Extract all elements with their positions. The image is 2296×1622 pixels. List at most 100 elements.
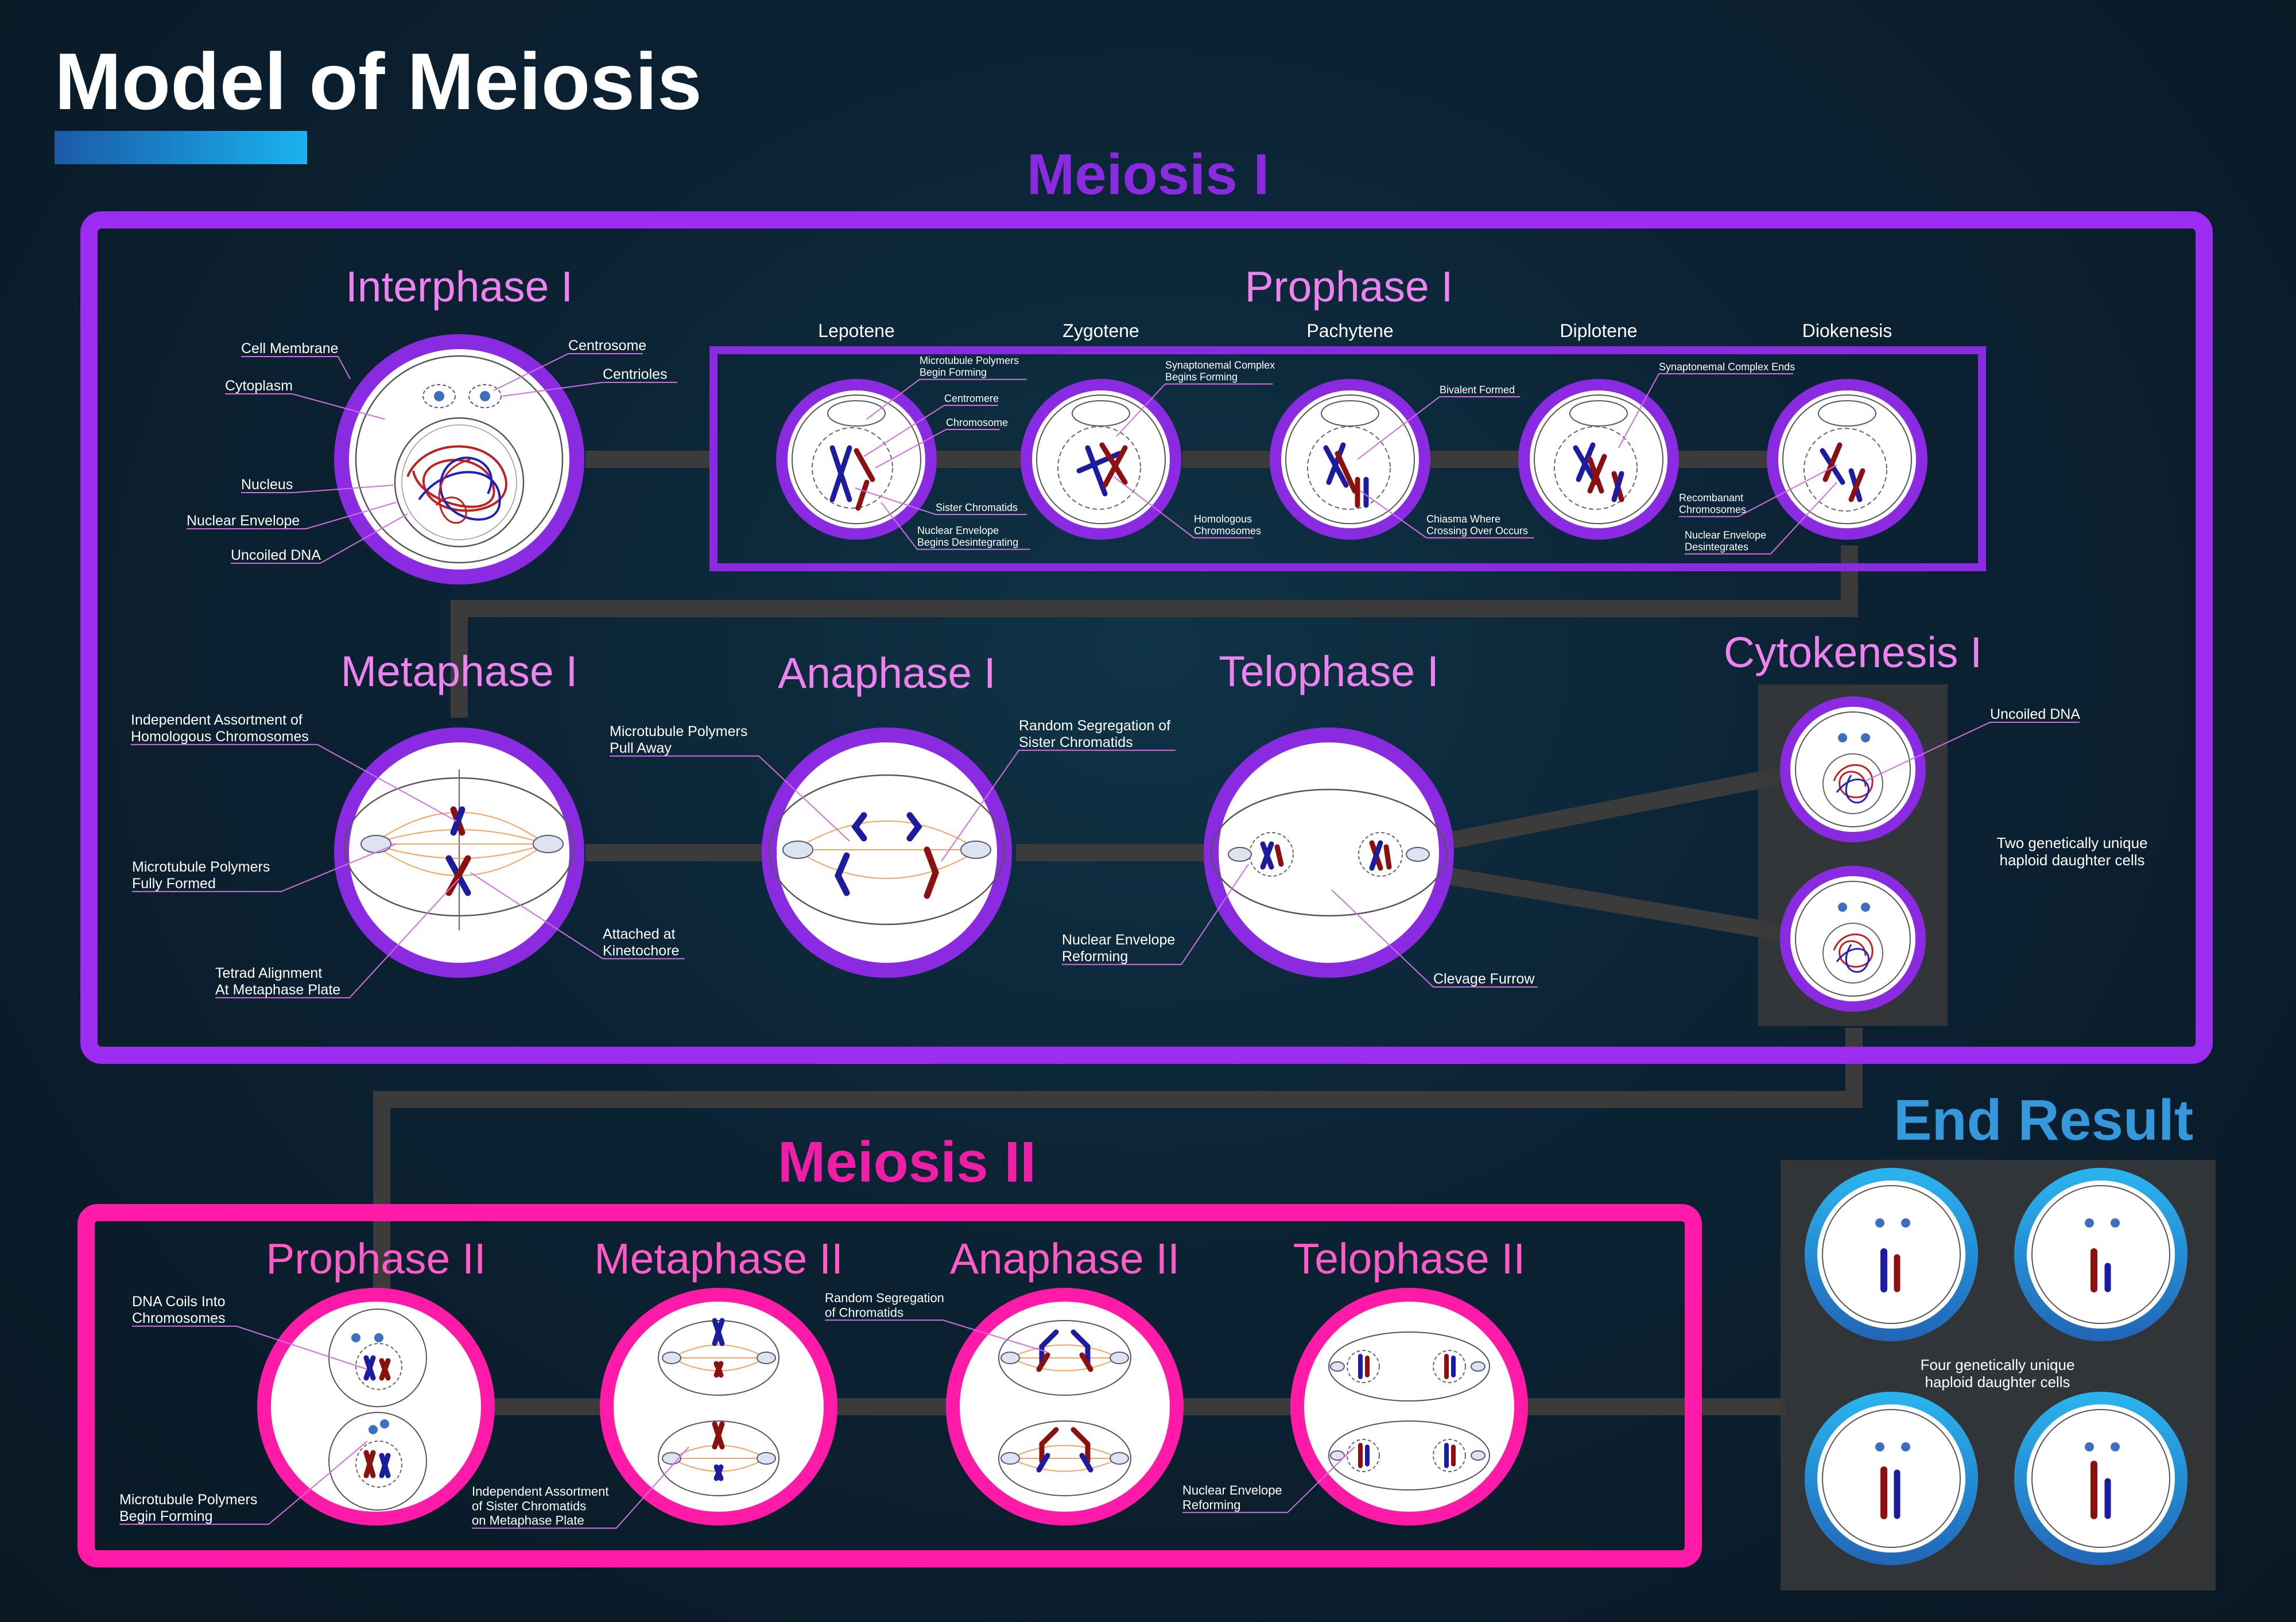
daughter-cell-3: [1805, 1392, 1978, 1565]
anaphase1-cell: [762, 727, 1012, 978]
metaphase1-cell: [334, 727, 584, 978]
anaphase2-cell: [946, 1288, 1184, 1526]
meiosis2-heading: Meiosis II: [778, 1130, 1036, 1194]
annotation-pointer: [1182, 1446, 1355, 1513]
annotation-pointer: [470, 872, 685, 959]
annotation-pointer: [131, 744, 457, 822]
annotation-pointer: [863, 405, 998, 457]
page-title: Model of Meiosis: [55, 36, 702, 126]
cytokenesis1-title: Cytokenesis I: [1724, 628, 1982, 676]
annotation-pointer: [1116, 383, 1273, 437]
annotation-pointer: [1618, 373, 1793, 448]
daughter-cell-1: [1805, 1168, 1978, 1341]
meiosis1-frame: [80, 211, 2213, 1064]
annotation-pointer: [855, 487, 1027, 515]
annotation-meiosis1-prophase-labels-9: Synaptonemal Complex Ends: [1659, 361, 1795, 373]
telophase2-title: Telophase II: [1293, 1234, 1525, 1283]
prophase2-title: Prophase II: [266, 1234, 486, 1283]
annotation-pointer: [941, 749, 1176, 862]
annotation-pointer: [1679, 464, 1837, 517]
lepotene-cell: [776, 379, 937, 540]
cytokenesis1-cell-top: [1780, 696, 1926, 842]
metaphase2-cell: [600, 1288, 837, 1526]
annotation-meiosis1-interphase-labels-4: Uncoiled DNA: [231, 547, 321, 563]
zygotene-cell: [1021, 379, 1181, 540]
annotation-pointer: [241, 356, 351, 380]
cell-group: [257, 334, 2188, 1565]
title-underline: [55, 131, 307, 164]
anaphase2-title: Anaphase II: [950, 1234, 1180, 1283]
annotation-meiosis1-interphase-labels-0: Cell Membrane: [241, 340, 339, 357]
diokenesis-cell: [1767, 379, 1927, 540]
annotation-pointer: [132, 843, 397, 892]
annotation-pointer: [875, 429, 1000, 469]
daughter-cell-2: [2014, 1168, 2188, 1341]
prophase1-frame: [709, 346, 1986, 571]
annotation-pointer: [132, 1325, 368, 1370]
annotation-pointer: [187, 502, 397, 529]
meiosis2-frame: [77, 1204, 1702, 1567]
annotation-meiosis1-interphase-labels-2: Nucleus: [241, 477, 293, 493]
telophase2-cell: [1290, 1288, 1528, 1526]
annotation-pointer: [1360, 490, 1534, 539]
prophase1-title: Prophase I: [1245, 262, 1453, 311]
annotation-meiosis1-prophase-labels-7: Bivalent Formed: [1440, 384, 1515, 396]
annotation-pointer: [493, 353, 643, 391]
telophase1-cell: [1204, 727, 1454, 978]
annotation-meiosis1-cytokenesis-labels-0: Uncoiled DNA: [1990, 706, 2080, 722]
annotation-pointer: [1865, 722, 2080, 781]
annotation-pointer: [472, 1446, 689, 1529]
prophase2-cell: [257, 1288, 495, 1526]
stage-diokenesis: Diokenesis: [1802, 320, 1892, 341]
cytokenesis1-cell-bottom: [1780, 866, 1926, 1012]
meiosis1-heading: Meiosis I: [1027, 142, 1269, 207]
pachytene-cell: [1270, 379, 1430, 540]
stage-diplotene: Diplotene: [1560, 320, 1637, 341]
metaphase2-title: Metaphase II: [594, 1234, 843, 1283]
diplotene-cell: [1518, 379, 1679, 540]
annotation-meiosis1-interphase-labels-3: Nuclear Envelope: [187, 513, 300, 529]
annotation-pointer: [881, 502, 1030, 550]
annotation-meiosis1-prophase-labels-2: Chromosome: [946, 417, 1008, 428]
annotation-pointer: [825, 1319, 1048, 1353]
daughter-cell-4: [2014, 1392, 2188, 1565]
interphase1-cell: [334, 334, 584, 584]
annotation-pointer: [1113, 476, 1253, 539]
anaphase1-title: Anaphase I: [778, 649, 995, 697]
annotation-pointer: [502, 382, 677, 397]
annotation-meiosis1-interphase-labels-5: Centrosome: [568, 338, 646, 354]
annotation-pointer: [1062, 864, 1249, 965]
metaphase1-title: Metaphase I: [341, 647, 578, 695]
annotation-meiosis1-prophase-labels-3: Sister Chromatids: [936, 502, 1018, 513]
annotation-pointer: [866, 378, 1027, 420]
annotation-pointer: [1685, 482, 1837, 555]
stage-zygotene: Zygotene: [1062, 320, 1139, 341]
annotation-pointer: [231, 513, 408, 564]
telophase1-title: Telophase I: [1219, 647, 1439, 695]
stage-pachytene: Pachytene: [1306, 320, 1393, 341]
annotation-meiosis1-interphase-labels-6: Centrioles: [603, 366, 668, 382]
interphase1-title: Interphase I: [346, 262, 573, 311]
annotation-pointer: [610, 755, 850, 842]
